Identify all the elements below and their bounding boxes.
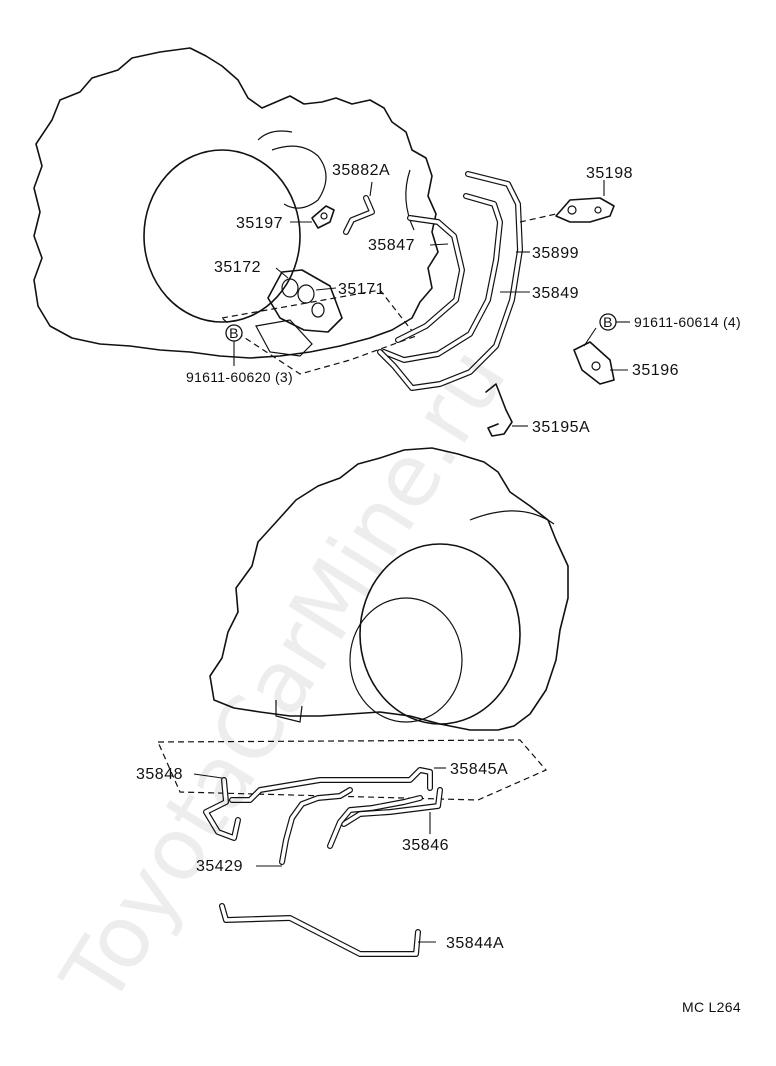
part-35846-pipe (327, 795, 431, 849)
label-35198: 35198 (586, 165, 633, 182)
label-35847: 35847 (368, 237, 415, 254)
part-35196-bracket (573, 341, 628, 385)
label-35844A: 35844A (446, 935, 504, 952)
part-35882A (343, 181, 375, 235)
label-35171: 35171 (338, 281, 385, 298)
lower-transmission-housing (157, 447, 569, 801)
part-35198-bracket (519, 180, 615, 223)
part-35844A-pipe (219, 903, 436, 957)
label-91611-60620: 91611-60620 (3) (186, 369, 293, 385)
part-35849-pipe (381, 193, 503, 363)
part-35848-pipe (193, 767, 433, 841)
label-35197: 35197 (236, 215, 283, 232)
label-35899: 35899 (532, 245, 579, 262)
svg-text:B: B (229, 325, 239, 341)
part-35197 (290, 205, 335, 229)
part-labels: 35882A 35197 35198 35847 35899 35172 351… (136, 162, 741, 1015)
part-35847-pipe (395, 215, 465, 343)
label-35848: 35848 (136, 766, 183, 783)
part-35845A-pipe (341, 767, 446, 827)
label-35849: 35849 (532, 285, 579, 302)
part-35899-pipe (377, 171, 530, 391)
label-35195A: 35195A (532, 419, 590, 436)
label-35846: 35846 (402, 837, 449, 854)
label-35196: 35196 (632, 362, 679, 379)
label-91611-60614: 91611-60614 (4) (634, 314, 741, 330)
label-35845A: 35845A (450, 761, 508, 778)
svg-text:B: B (603, 314, 613, 330)
label-35429: 35429 (196, 858, 243, 875)
label-35882A: 35882A (332, 162, 390, 179)
label-35172: 35172 (214, 259, 261, 276)
part-35195A-clip (485, 383, 528, 437)
bolt-marker-60614: B (583, 313, 630, 347)
bolt-marker-60620: B (225, 324, 243, 366)
part-35429-pipe (256, 787, 353, 867)
drawing-code: MC L264 (682, 999, 741, 1015)
part-35171-35172 (267, 267, 343, 333)
